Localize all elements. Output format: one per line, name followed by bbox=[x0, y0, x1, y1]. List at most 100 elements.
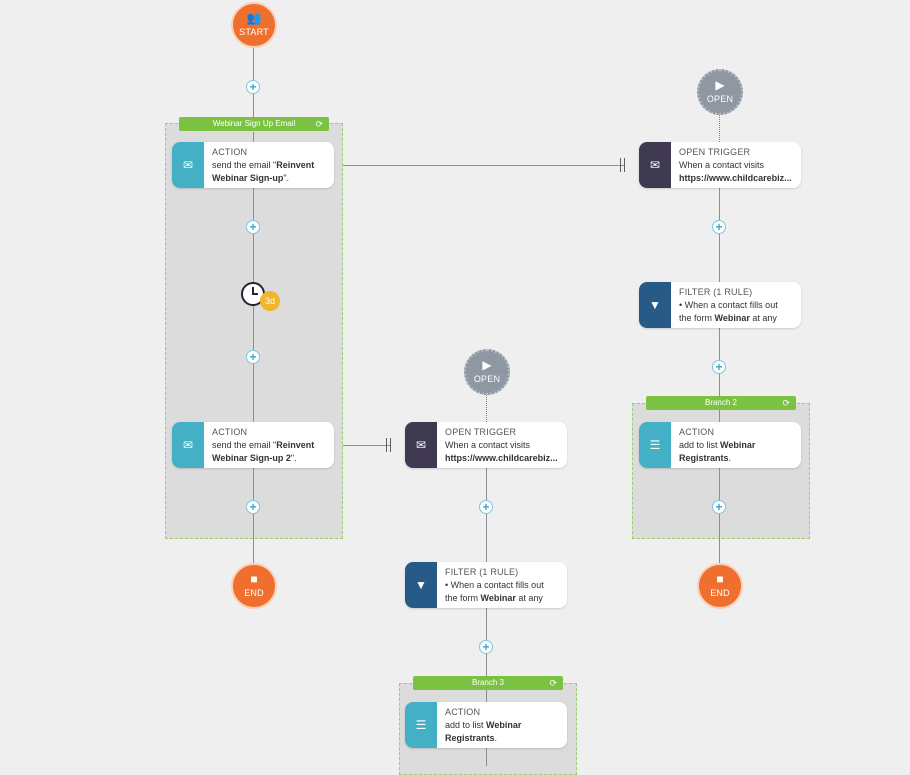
card-text: • When a contact fills out bbox=[679, 300, 778, 310]
open-label: OPEN bbox=[706, 94, 734, 104]
card-text: • When a contact fills out bbox=[445, 580, 544, 590]
branch2-group-header[interactable]: Branch 2 ⟳ bbox=[646, 396, 796, 410]
card-text: When a contact visits bbox=[679, 160, 765, 170]
open-node-top[interactable]: ▶ OPEN bbox=[697, 69, 743, 115]
connector-line bbox=[719, 188, 720, 282]
card-title: ACTION bbox=[679, 427, 715, 437]
add-step-button[interactable]: + bbox=[246, 500, 260, 514]
filter-card-mid[interactable]: ▼ FILTER (1 rule) • When a contact fills… bbox=[405, 562, 567, 608]
card-text: the form bbox=[679, 313, 715, 323]
connector-tick bbox=[624, 158, 625, 172]
end-node[interactable]: ■ END bbox=[231, 563, 277, 609]
card-text-bold: Reinvent bbox=[276, 160, 315, 170]
group-label: Branch 3 bbox=[471, 678, 505, 687]
card-title: ACTION bbox=[212, 147, 248, 157]
card-text: ". bbox=[283, 173, 290, 183]
webinar-group bbox=[165, 123, 343, 539]
list-icon: ☰ bbox=[405, 702, 437, 748]
group-label: Branch 2 bbox=[704, 398, 738, 407]
play-icon: ▶ bbox=[482, 358, 492, 372]
card-text-bold: Webinar Sign-up 2 bbox=[212, 453, 291, 463]
card-text: add to list bbox=[679, 440, 721, 450]
connector-line bbox=[253, 468, 254, 564]
add-step-button[interactable]: + bbox=[246, 80, 260, 94]
connector-line bbox=[253, 188, 254, 282]
card-text: . bbox=[494, 733, 498, 743]
card-title: OPEN TRIGGER bbox=[679, 147, 751, 157]
connector-tick bbox=[390, 438, 391, 452]
end-label: END bbox=[710, 588, 730, 598]
group-label: Webinar Sign Up Email bbox=[212, 119, 296, 128]
open-trigger-card-right[interactable]: ✉ OPEN TRIGGER When a contact visits htt… bbox=[639, 142, 801, 188]
end-node-right[interactable]: ■ END bbox=[697, 563, 743, 609]
connector-line bbox=[486, 608, 487, 702]
card-text: . bbox=[728, 453, 732, 463]
branch3-group-header[interactable]: Branch 3 ⟳ bbox=[413, 676, 563, 690]
sync-icon[interactable]: ⟳ bbox=[782, 398, 790, 408]
filter-card-right[interactable]: ▼ FILTER (1 rule) • When a contact fills… bbox=[639, 282, 801, 328]
action-card-add-list-right[interactable]: ☰ ACTION add to list Webinar Registrants… bbox=[639, 422, 801, 468]
card-text: When a contact visits bbox=[445, 440, 531, 450]
list-icon: ☰ bbox=[639, 422, 671, 468]
card-title: OPEN TRIGGER bbox=[445, 427, 517, 437]
sync-icon[interactable]: ⟳ bbox=[549, 678, 557, 688]
card-text: ". bbox=[290, 453, 297, 463]
card-text-bold: Webinar bbox=[720, 440, 756, 450]
card-text: send the email " bbox=[212, 160, 277, 170]
connector-line bbox=[334, 165, 624, 166]
webinar-group-header[interactable]: Webinar Sign Up Email ⟳ bbox=[179, 117, 329, 131]
action-card-add-list-mid[interactable]: ☰ ACTION add to list Webinar Registrants… bbox=[405, 702, 567, 748]
add-step-button[interactable]: + bbox=[712, 220, 726, 234]
connector-tick bbox=[620, 158, 621, 172]
connector-line bbox=[334, 445, 390, 446]
start-node[interactable]: 👥 START bbox=[231, 2, 277, 48]
connector-line bbox=[253, 48, 254, 142]
card-title: FILTER (1 rule) bbox=[679, 287, 753, 297]
add-step-button[interactable]: + bbox=[479, 640, 493, 654]
add-step-button[interactable]: + bbox=[479, 500, 493, 514]
card-title: ACTION bbox=[212, 427, 248, 437]
card-title: ACTION bbox=[445, 707, 481, 717]
add-step-button[interactable]: + bbox=[712, 500, 726, 514]
connector-dotted bbox=[486, 390, 487, 422]
action-card-send-email[interactable]: ✉ ACTION send the email "Reinvent Webina… bbox=[172, 142, 334, 188]
stop-icon: ■ bbox=[250, 572, 258, 586]
connector-line bbox=[486, 748, 487, 766]
card-text-bold: Reinvent bbox=[276, 440, 315, 450]
add-step-button[interactable]: + bbox=[712, 360, 726, 374]
connector-line bbox=[719, 328, 720, 422]
card-text-bold: Registrants bbox=[679, 453, 729, 463]
connector-line bbox=[486, 690, 487, 702]
connector-tick bbox=[386, 438, 387, 452]
card-text-bold: https://www.childcarebiz... bbox=[445, 453, 558, 463]
card-text-bold: Webinar Sign-up bbox=[212, 173, 284, 183]
action-card-send-email-2[interactable]: ✉ ACTION send the email "Reinvent Webina… bbox=[172, 422, 334, 468]
funnel-icon: ▼ bbox=[639, 282, 671, 328]
connector-line bbox=[253, 306, 254, 422]
card-text: at any bbox=[515, 593, 543, 603]
connector-line bbox=[719, 468, 720, 564]
card-text: the form bbox=[445, 593, 481, 603]
card-text: add to list bbox=[445, 720, 487, 730]
open-label: OPEN bbox=[473, 374, 501, 384]
card-text-bold: Webinar bbox=[486, 720, 522, 730]
connector-line bbox=[253, 132, 254, 142]
play-icon: ▶ bbox=[715, 78, 725, 92]
connector-line bbox=[719, 410, 720, 422]
envelope-icon: ✉ bbox=[405, 422, 437, 468]
card-text: at any bbox=[749, 313, 777, 323]
people-icon: 👥 bbox=[246, 11, 262, 25]
card-text-bold: Webinar bbox=[714, 313, 750, 323]
add-step-button[interactable]: + bbox=[246, 220, 260, 234]
card-title: FILTER (1 rule) bbox=[445, 567, 519, 577]
card-text: send the email " bbox=[212, 440, 277, 450]
delay-badge: 3d bbox=[260, 291, 280, 311]
stop-icon: ■ bbox=[716, 572, 724, 586]
add-step-button[interactable]: + bbox=[246, 350, 260, 364]
open-node-mid[interactable]: ▶ OPEN bbox=[464, 349, 510, 395]
sync-icon[interactable]: ⟳ bbox=[315, 119, 323, 129]
card-text-bold: Webinar bbox=[480, 593, 516, 603]
open-trigger-card-mid[interactable]: ✉ OPEN TRIGGER When a contact visits htt… bbox=[405, 422, 567, 468]
envelope-icon: ✉ bbox=[639, 142, 671, 188]
envelope-icon: ✉ bbox=[172, 422, 204, 468]
